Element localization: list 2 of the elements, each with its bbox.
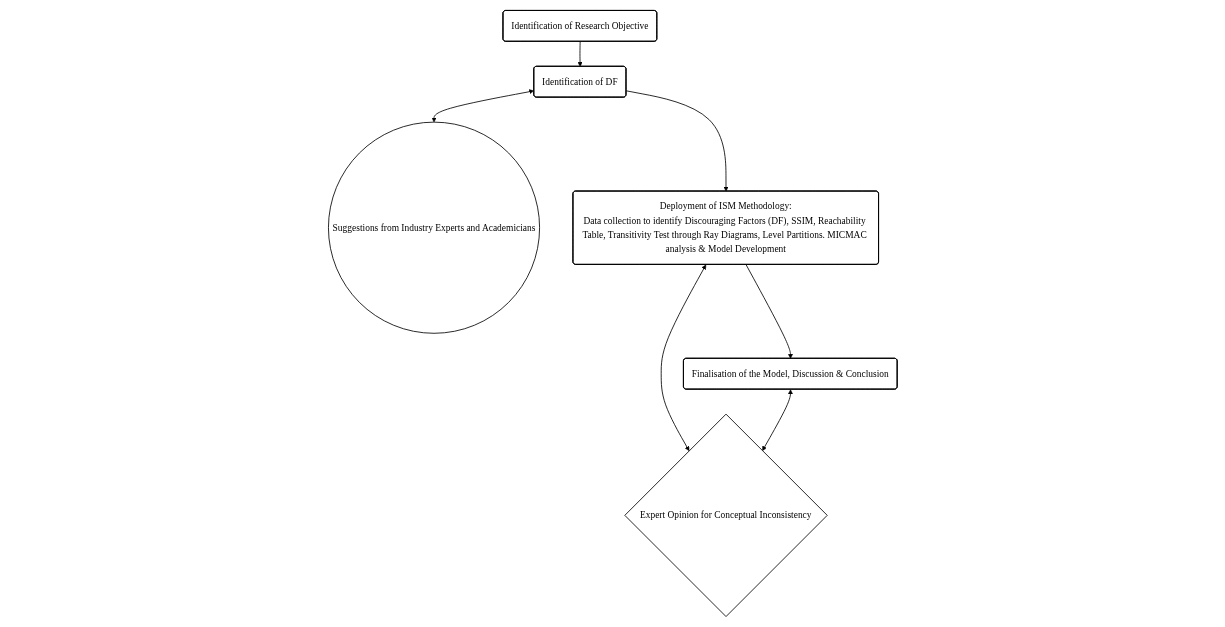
node-diamond: Expert Opinion for Conceptual Inconsistency [624, 413, 828, 617]
node-circle: Suggestions from Industry Experts and Academicians [327, 121, 540, 334]
